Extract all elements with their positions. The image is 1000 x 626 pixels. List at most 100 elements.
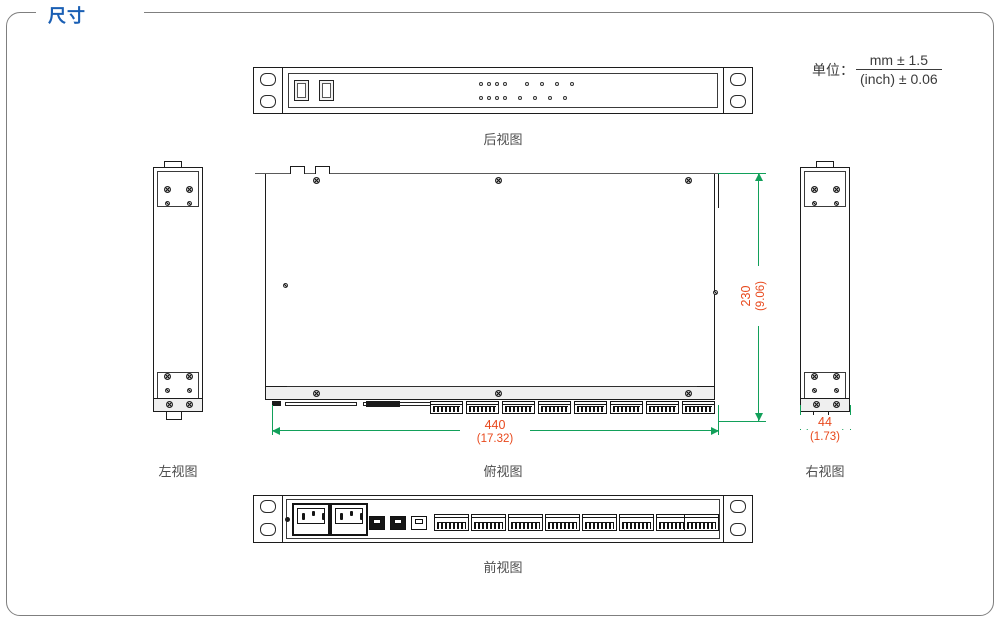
front-terminal-block-7[interactable] bbox=[656, 514, 691, 531]
front-terminal-block-6[interactable] bbox=[619, 514, 654, 531]
width-value-inch: (17.32) bbox=[460, 432, 530, 446]
front-right-ear-slot-top bbox=[730, 500, 746, 513]
front-terminal-block-2[interactable] bbox=[471, 514, 506, 531]
rear-led-r1-l1 bbox=[479, 82, 483, 86]
left-bottom-connector-nub bbox=[166, 412, 182, 420]
rear-led-r2-r3 bbox=[548, 96, 552, 100]
left-view-label: 左视图 bbox=[158, 464, 198, 479]
front-inlet-1-pin-l bbox=[302, 513, 305, 520]
front-rj-port-1[interactable] bbox=[369, 516, 385, 530]
left-rail-screw-2 bbox=[186, 401, 193, 408]
front-rj-port-2-notch bbox=[394, 519, 402, 524]
top-terminal-block-2 bbox=[466, 401, 499, 414]
left-rail-screw-1 bbox=[166, 401, 173, 408]
rear-led-r2-r4 bbox=[563, 96, 567, 100]
front-left-ear-slot-bottom bbox=[260, 523, 276, 536]
top-rail-outer-line bbox=[255, 173, 725, 174]
right-view-label: 右视图 bbox=[805, 464, 845, 479]
front-power-inlet-2[interactable] bbox=[330, 503, 368, 536]
top-terminal-block-3 bbox=[502, 401, 535, 414]
rear-rocker-switch-1[interactable] bbox=[294, 80, 309, 101]
right-screw-bottom-3 bbox=[812, 388, 817, 393]
height-value-inch: (1.73) bbox=[795, 430, 855, 444]
depth-value-mm: 230 bbox=[739, 266, 753, 326]
rear-rocker-switch-2[interactable] bbox=[319, 80, 334, 101]
height-value-mm: 44 bbox=[795, 415, 855, 429]
top-terminal-block-4 bbox=[538, 401, 571, 414]
rear-led-r2-l3 bbox=[495, 96, 499, 100]
rear-led-r1-r1 bbox=[525, 82, 529, 86]
front-power-inlet-1[interactable] bbox=[292, 503, 330, 536]
left-screw-bottom-1 bbox=[164, 373, 171, 380]
rear-view-label: 后视图 bbox=[483, 132, 523, 147]
depth-ext-line-bottom bbox=[718, 421, 766, 422]
unit-note-denominator: (inch) ± 0.06 bbox=[860, 71, 938, 87]
left-chassis-body bbox=[153, 167, 203, 412]
front-terminal-block-8[interactable] bbox=[684, 514, 719, 531]
rear-led-r1-l3 bbox=[495, 82, 499, 86]
top-edge-port-a bbox=[272, 401, 281, 406]
rear-left-ear-slot-bottom bbox=[260, 95, 276, 108]
rear-led-r2-l4 bbox=[503, 96, 507, 100]
front-inlet-1-pin-c bbox=[312, 511, 315, 516]
top-bottom-screw-2 bbox=[495, 390, 502, 397]
top-edge-port-group bbox=[366, 401, 400, 407]
width-ext-line-right bbox=[718, 405, 719, 435]
left-bottom-rail bbox=[153, 398, 203, 412]
rear-led-r2-r2 bbox=[533, 96, 537, 100]
top-terminal-block-6 bbox=[610, 401, 643, 414]
depth-arrow-top bbox=[755, 173, 763, 181]
right-screw-top-1 bbox=[811, 186, 818, 193]
rear-led-r1-r2 bbox=[540, 82, 544, 86]
depth-value-inch: (9.06) bbox=[754, 266, 768, 326]
left-view-top-nub bbox=[164, 161, 182, 168]
width-arrow-left bbox=[272, 427, 280, 435]
front-terminal-block-1[interactable] bbox=[434, 514, 469, 531]
unit-note-label: 单位： bbox=[812, 61, 854, 78]
top-rail-tab-1 bbox=[290, 166, 305, 174]
front-rj-port-1-notch bbox=[373, 519, 381, 524]
top-right-side-screw bbox=[713, 290, 718, 295]
unit-note: 单位： mm ± 1.5 (inch) ± 0.06 bbox=[812, 52, 942, 87]
left-screw-top-2 bbox=[186, 186, 193, 193]
left-screw-top-4 bbox=[187, 201, 192, 206]
title-frame-gap bbox=[36, 4, 144, 26]
rear-led-r2-l1 bbox=[479, 96, 483, 100]
right-screw-top-3 bbox=[812, 201, 817, 206]
rear-right-ear-slot-bottom bbox=[730, 95, 746, 108]
unit-note-fraction: mm ± 1.5 (inch) ± 0.06 bbox=[856, 52, 942, 87]
front-power-inlet-1-face bbox=[297, 508, 325, 524]
front-inlet-1-pin-r bbox=[322, 513, 325, 520]
top-terminal-block-1 bbox=[430, 401, 463, 414]
right-rail-screw-2 bbox=[833, 401, 840, 408]
front-ground-stud bbox=[285, 517, 290, 522]
rear-led-r2-l2 bbox=[487, 96, 491, 100]
right-bottom-rail bbox=[800, 398, 850, 412]
front-terminal-block-3[interactable] bbox=[508, 514, 543, 531]
top-bottom-screw-3 bbox=[685, 390, 692, 397]
front-left-ear-slot-top bbox=[260, 500, 276, 513]
front-power-inlet-2-face bbox=[335, 508, 363, 524]
top-bottom-rail bbox=[265, 386, 715, 400]
right-screw-bottom-2 bbox=[833, 373, 840, 380]
front-rj45-port[interactable] bbox=[411, 516, 427, 530]
top-terminal-block-8 bbox=[682, 401, 715, 414]
width-arrow-right bbox=[711, 427, 719, 435]
right-screw-top-4 bbox=[834, 201, 839, 206]
top-edge-inlet-1 bbox=[285, 402, 357, 406]
rear-right-ear-slot-top bbox=[730, 73, 746, 86]
top-terminal-block-5 bbox=[574, 401, 607, 414]
right-chassis-body bbox=[800, 167, 850, 412]
width-ext-line-left bbox=[272, 405, 273, 435]
front-inlet-2-pin-r bbox=[360, 513, 363, 520]
top-chassis-body bbox=[265, 174, 715, 400]
top-rail-tab-2 bbox=[315, 166, 330, 174]
top-rail-screw-1 bbox=[313, 177, 320, 184]
front-terminal-block-5[interactable] bbox=[582, 514, 617, 531]
front-terminal-block-4[interactable] bbox=[545, 514, 580, 531]
front-rj-port-2[interactable] bbox=[390, 516, 406, 530]
top-view-label: 俯视图 bbox=[483, 464, 523, 479]
depth-arrow-bottom bbox=[755, 413, 763, 421]
depth-ext-line-top bbox=[718, 173, 766, 174]
rear-led-r1-r4 bbox=[570, 82, 574, 86]
